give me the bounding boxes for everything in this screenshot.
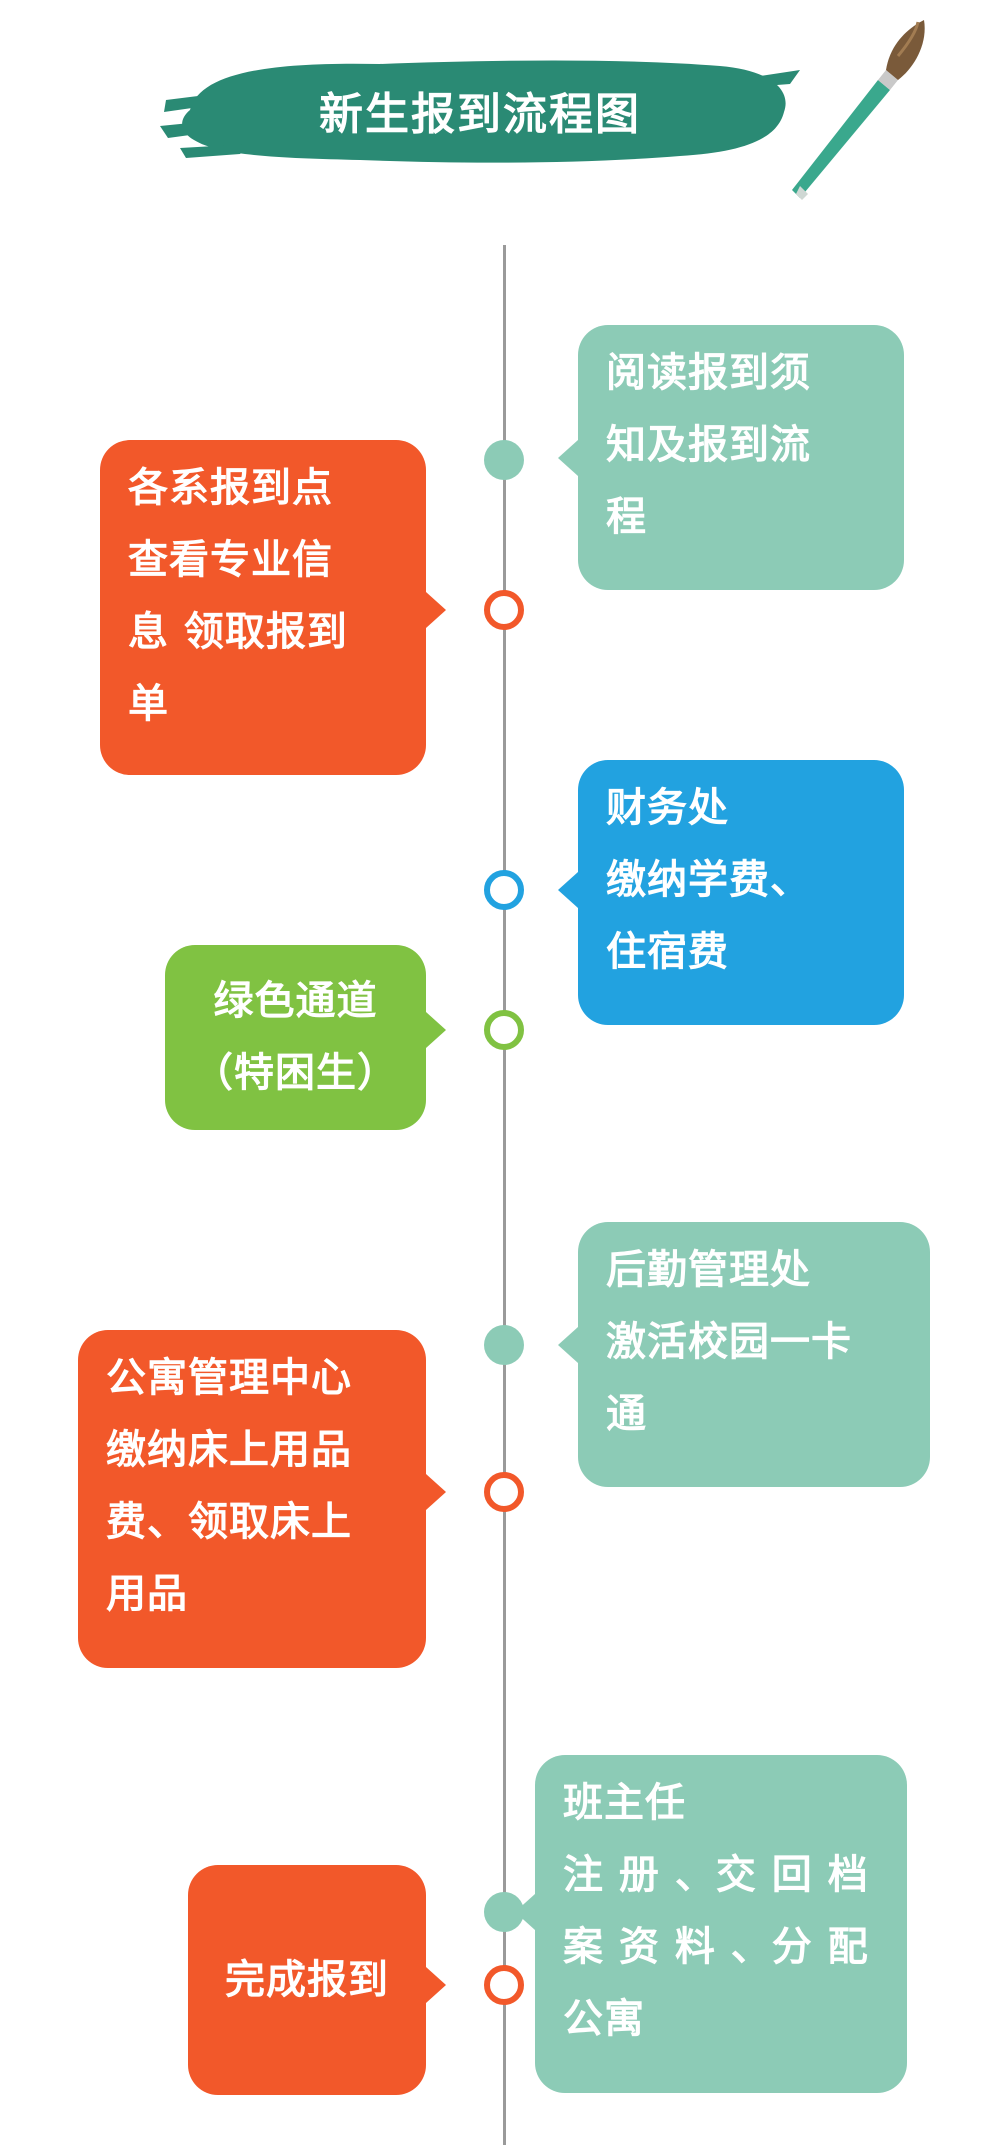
- title-banner: 新生报到流程图: [160, 40, 800, 180]
- step-box-logistics-office: 后勤管理处 激活校园一卡 通: [578, 1222, 930, 1487]
- step-pointer-1: [558, 440, 578, 476]
- step-pointer-8: [426, 1967, 446, 2003]
- step-box-head-teacher: 班主任 注 册 、交 回 档 案 资 料 、分 配 公寓: [535, 1755, 907, 2093]
- timeline-node-8: [484, 1965, 524, 2005]
- step-pointer-2: [426, 592, 446, 628]
- step-box-finance-office: 财务处 缴纳学费、 住宿费: [578, 760, 904, 1025]
- timeline-node-1: [484, 440, 524, 480]
- step-pointer-7: [515, 1894, 535, 1930]
- step-pointer-5: [558, 1327, 578, 1363]
- step-pointer-3: [558, 872, 578, 908]
- timeline-node-3: [484, 870, 524, 910]
- step-box-department-checkin: 各系报到点 查看专业信 息 领取报到 单: [100, 440, 426, 775]
- paintbrush-icon: [792, 20, 925, 200]
- step-box-apartment-center: 公寓管理中心 缴纳床上用品 费、领取床上 用品: [78, 1330, 426, 1668]
- timeline-node-4: [484, 1010, 524, 1050]
- step-pointer-6: [426, 1474, 446, 1510]
- timeline-node-6: [484, 1472, 524, 1512]
- step-box-green-channel: 绿色通道 （特困生）: [165, 945, 426, 1130]
- brush-stroke-background: [160, 60, 800, 163]
- timeline-axis: [503, 245, 506, 2145]
- timeline-node-2: [484, 590, 524, 630]
- step-pointer-4: [426, 1012, 446, 1048]
- step-box-read-instructions: 阅读报到须 知及报到流 程: [578, 325, 904, 590]
- timeline-node-5: [484, 1325, 524, 1365]
- page-title: 新生报到流程图: [319, 89, 641, 140]
- step-box-registration-complete: 完成报到: [188, 1865, 426, 2095]
